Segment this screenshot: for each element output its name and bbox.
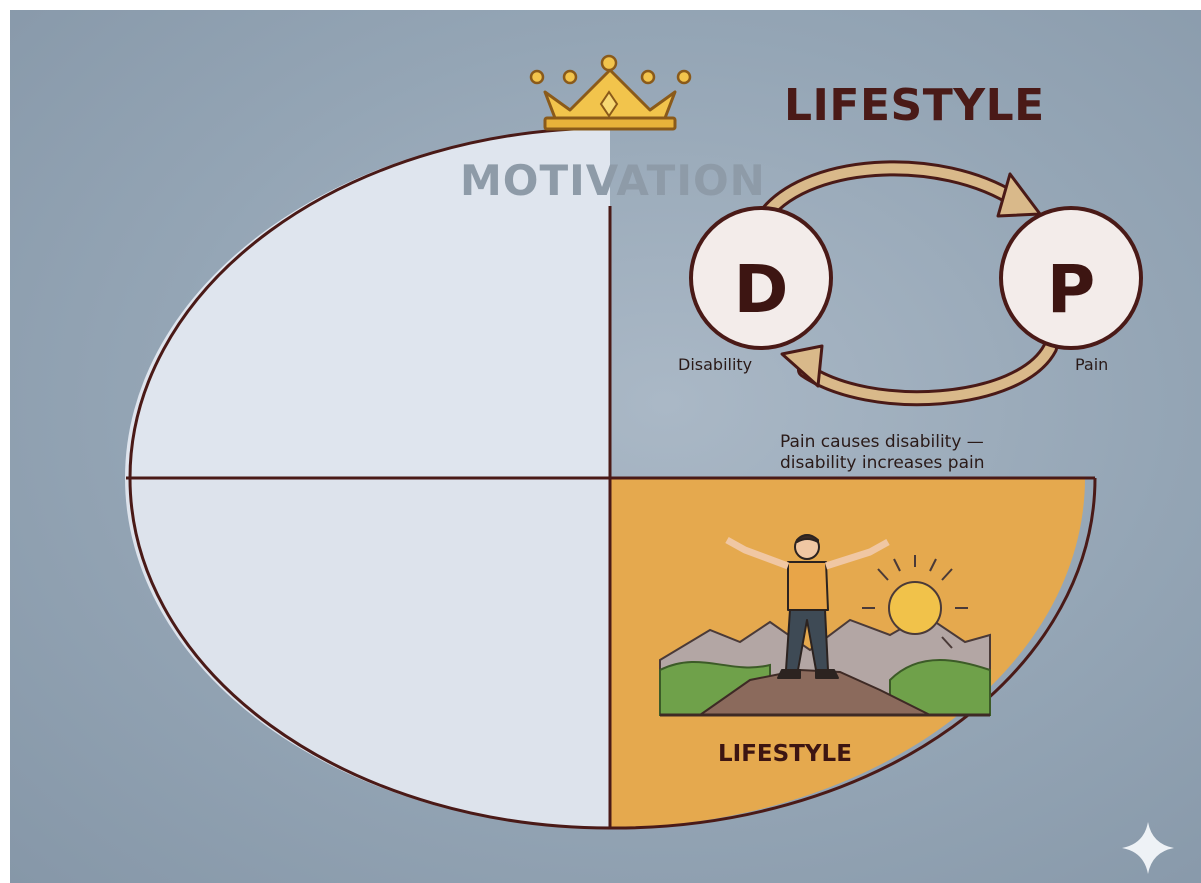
wheel-outline-bottom-right [609,477,1097,830]
sun-icon [862,555,968,649]
node-pain-circle [999,206,1143,350]
node-pain-caption: Pain [1075,355,1109,374]
person-on-mountain-illustration [659,534,991,717]
lifestyle-quadrant-label: LIFESTYLE [718,741,852,767]
main-title: LIFESTYLE [784,80,1045,131]
motivation-label: MOTIVATION [460,156,766,205]
quadrant-bottom-left [125,478,610,828]
sparkle-icon [1122,822,1174,874]
wheel-quadrants [125,128,1085,828]
node-disability-caption: Disability [678,355,753,374]
cycle-note: Pain causes disability — disability incr… [780,432,985,473]
node-disability-letter: D [733,251,789,328]
crown-icon [529,54,692,131]
cycle-arrows [754,160,1058,407]
node-disability-circle [689,206,833,350]
node-pain-letter: P [1046,251,1096,328]
diagram-graphics [125,54,1174,874]
diagram-canvas: LIFESTYLE MOTIVATION D P Disability Pain… [10,10,1201,883]
